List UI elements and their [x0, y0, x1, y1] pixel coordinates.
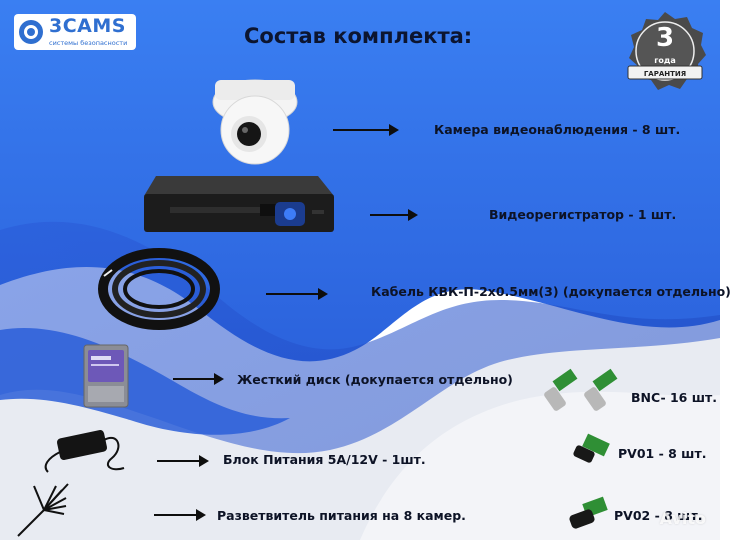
- pv02-connector-image: [569, 496, 608, 529]
- watermark: Avito: [659, 509, 706, 528]
- item-bnc: BNC- 16 шт.: [631, 390, 718, 405]
- warranty-badge: 3 года ГАРАНТИЯ: [624, 10, 706, 92]
- warranty-seal-icon: [627, 12, 706, 90]
- warranty-ribbon: ГАРАНТИЯ: [643, 70, 687, 78]
- logo-tagline: системы безопасности: [49, 39, 128, 47]
- arrow-icon: [266, 288, 328, 300]
- warranty-word: года: [654, 56, 676, 65]
- warranty-years: 3: [655, 23, 675, 53]
- item-splitter: Разветвитель питания на 8 камер.: [217, 508, 466, 523]
- bnc-connectors-image: [544, 368, 618, 411]
- page-title: Состав комплекта:: [244, 24, 473, 48]
- arrow-icon: [370, 209, 418, 221]
- brand-logo: 3CAMS системы безопасности: [14, 14, 136, 50]
- dvr-recorder-image: [144, 176, 334, 232]
- item-dvr: Видеорегистратор - 1 шт.: [489, 207, 677, 222]
- item-pv01: PV01 - 8 шт.: [618, 446, 707, 461]
- item-pv02: PV02 - 8 шт.: [614, 508, 703, 523]
- item-cable: Кабель КВК-П-2х0.5мм(3) (докупается отде…: [371, 284, 731, 299]
- power-supply-image: [44, 429, 125, 473]
- camera-lens-icon: [19, 20, 43, 44]
- item-hard-disk: Жесткий диск (докупается отдельно): [237, 372, 513, 387]
- logo-brand: 3CAMS: [49, 15, 126, 37]
- hard-disk-image: [83, 344, 129, 408]
- item-camera: Камера видеонаблюдения - 8 шт.: [434, 122, 681, 137]
- arrow-icon: [173, 373, 224, 385]
- arrow-icon: [157, 455, 209, 467]
- arrow-icon: [333, 124, 399, 136]
- arrow-icon: [154, 509, 206, 521]
- dome-camera-image: [212, 79, 298, 165]
- cable-coil-image: [98, 248, 220, 330]
- pv01-connector-image: [573, 433, 610, 463]
- item-power-supply: Блок Питания 5А/12V - 1шт.: [223, 452, 426, 467]
- power-splitter-image: [17, 483, 69, 537]
